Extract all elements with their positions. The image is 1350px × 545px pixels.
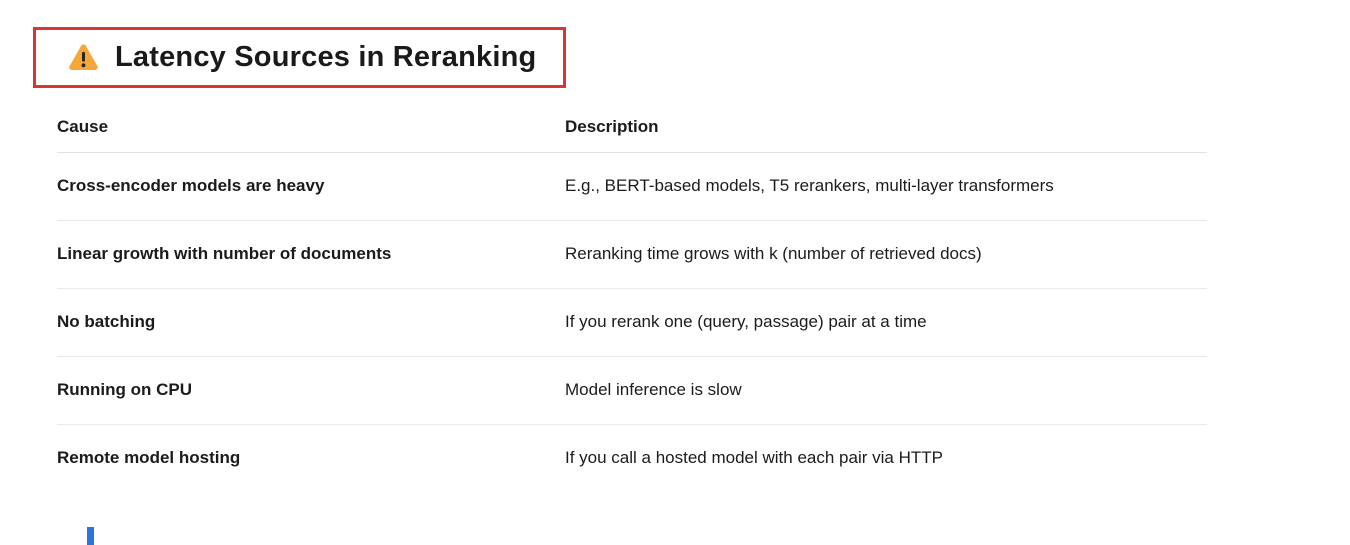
heading-box: Latency Sources in Reranking <box>33 27 567 88</box>
column-header-cause: Cause <box>57 107 565 154</box>
cause-cell: No batching <box>57 288 565 358</box>
cause-cell: Linear growth with number of documents <box>57 220 565 290</box>
cause-cell: Remote model hosting <box>57 448 241 468</box>
table-row: Cross-encoder models are heavy E.g., BER… <box>57 152 1207 222</box>
column-header-description: Description <box>565 107 1207 154</box>
description-cell: E.g., BERT-based models, T5 rerankers, m… <box>565 152 1207 222</box>
table-row: Linear growth with number of documents R… <box>57 220 1207 290</box>
description-cell: If you rerank one (query, passage) pair … <box>565 288 1207 358</box>
description-cell: Reranking time grows with k (number of r… <box>565 220 1207 290</box>
blue-marker <box>87 527 94 545</box>
warning-icon <box>67 41 100 74</box>
table-row: Running on CPU Model inference is slow <box>57 356 1207 426</box>
description-cell: Model inference is slow <box>565 356 1207 426</box>
table-header-row: Cause Description <box>57 107 1207 154</box>
cause-cell: Cross-encoder models are heavy <box>57 152 565 222</box>
table-row: No batching If you rerank one (query, pa… <box>57 288 1207 358</box>
latency-table: Cause Description Cross-encoder models a… <box>57 107 1207 493</box>
table-row: Remote model hosting If you call a hoste… <box>57 425 1207 493</box>
cause-cell: Running on CPU <box>57 356 565 426</box>
description-cell: If you call a hosted model with each pai… <box>565 448 943 468</box>
page-title: Latency Sources in Reranking <box>115 41 537 73</box>
